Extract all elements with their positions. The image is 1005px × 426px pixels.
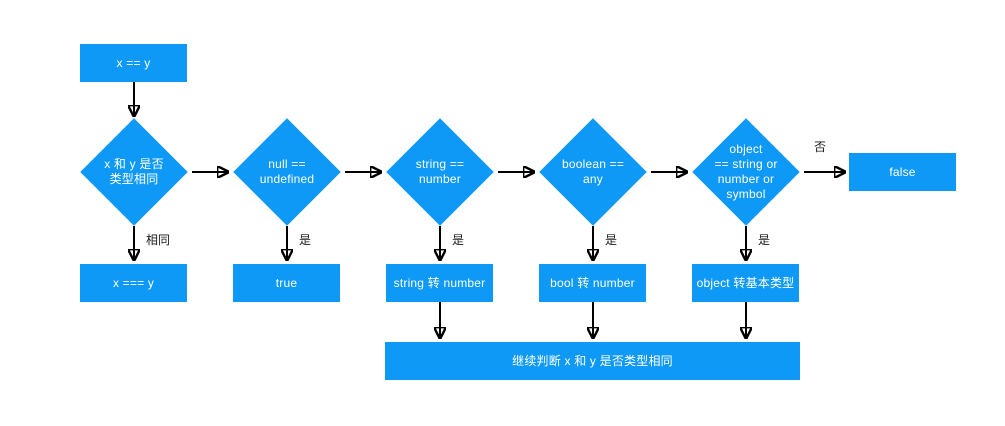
node-decision-string-number[interactable]: string == number: [386, 118, 494, 226]
line-2: == string or: [714, 157, 778, 171]
line-4: symbol: [726, 187, 766, 201]
node-object-to-primitive-label: object 转基本类型: [696, 275, 795, 290]
node-decision-object-primitive-label: object == string or number or symbol: [692, 142, 800, 202]
line-2: number: [419, 172, 461, 186]
line-2: undefined: [259, 172, 315, 186]
line-1: object: [729, 142, 763, 156]
node-strict-equal-label: x === y: [112, 275, 155, 290]
node-recheck-types-label: 继续判断 x 和 y 是否类型相同: [512, 353, 673, 368]
node-decision-null-undefined[interactable]: null == undefined: [233, 118, 341, 226]
node-false[interactable]: false: [849, 153, 956, 191]
node-recheck-types[interactable]: 继续判断 x 和 y 是否类型相同: [385, 342, 800, 380]
line-1: string ==: [415, 157, 465, 171]
node-string-to-number[interactable]: string 转 number: [386, 264, 493, 302]
line-3: number or: [717, 172, 775, 186]
node-decision-null-undefined-label: null == undefined: [233, 157, 341, 187]
node-bool-to-number-label: bool 转 number: [550, 275, 635, 290]
edge-label-d3-yes: 是: [452, 233, 465, 247]
node-start-label: x == y: [116, 55, 151, 70]
node-start[interactable]: x == y: [80, 44, 187, 82]
line-1: boolean ==: [561, 157, 625, 171]
edge-label-d2-yes: 是: [299, 233, 312, 247]
node-false-label: false: [889, 164, 916, 179]
node-strict-equal[interactable]: x === y: [80, 264, 187, 302]
node-object-to-primitive[interactable]: object 转基本类型: [692, 264, 799, 302]
node-decision-boolean-any[interactable]: boolean == any: [539, 118, 647, 226]
edge-label-d4-yes: 是: [605, 233, 618, 247]
edge-label-d5-no: 否: [814, 140, 827, 154]
node-bool-to-number[interactable]: bool 转 number: [539, 264, 646, 302]
node-decision-same-type[interactable]: x 和 y 是否 类型相同: [80, 118, 188, 226]
node-decision-object-primitive[interactable]: object == string or number or symbol: [692, 118, 800, 226]
node-decision-boolean-any-label: boolean == any: [539, 157, 647, 187]
node-decision-same-type-label: x 和 y 是否 类型相同: [80, 157, 188, 187]
node-decision-string-number-label: string == number: [386, 157, 494, 187]
edge-label-d5-yes: 是: [758, 233, 771, 247]
line-1: x 和 y 是否: [104, 157, 164, 171]
edge-label-d1-same: 相同: [146, 233, 171, 247]
node-string-to-number-label: string 转 number: [393, 275, 486, 290]
line-2: any: [583, 172, 603, 186]
node-true[interactable]: true: [233, 264, 340, 302]
line-2: 类型相同: [109, 172, 159, 186]
line-1: null ==: [268, 157, 306, 171]
node-true-label: true: [275, 275, 298, 290]
